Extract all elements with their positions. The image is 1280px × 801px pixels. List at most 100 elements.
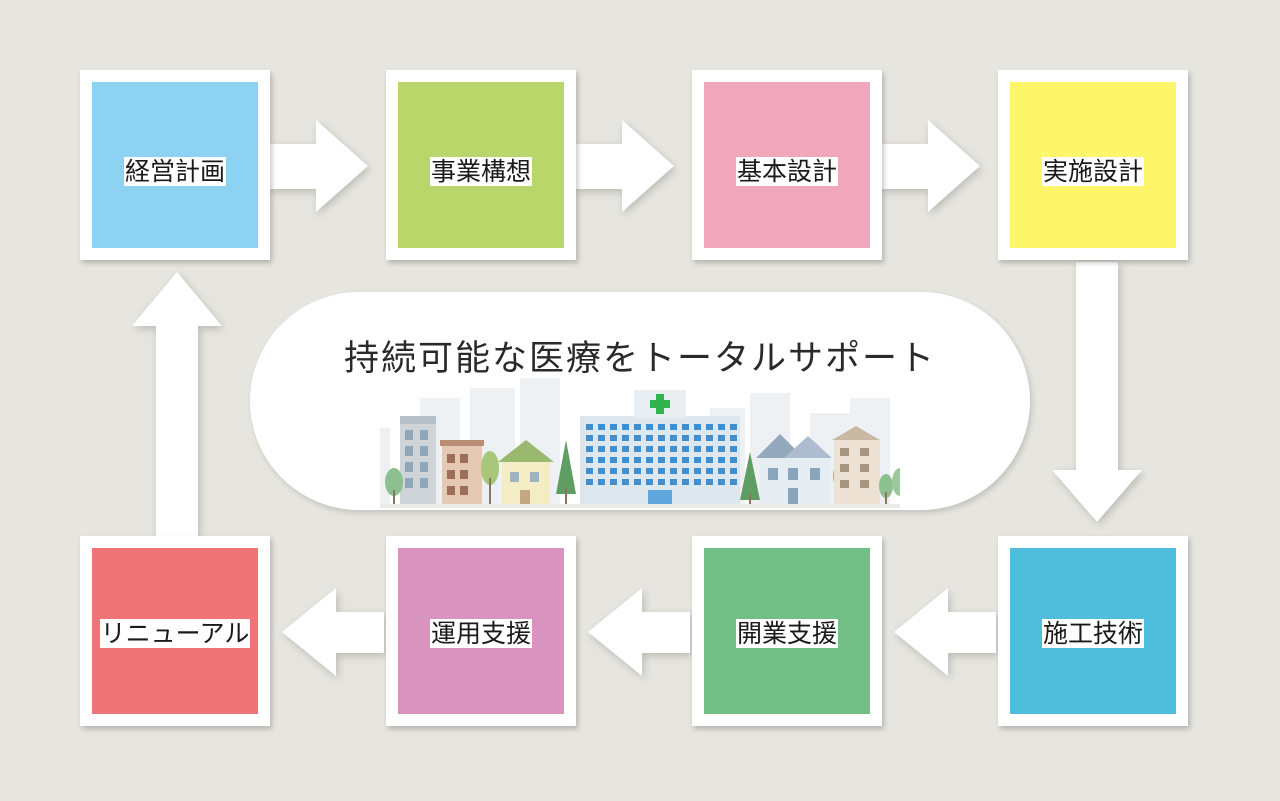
house-yellow bbox=[498, 440, 554, 508]
hospital-window bbox=[646, 446, 653, 452]
ground bbox=[380, 504, 900, 508]
step-keiei-keikaku: 経営計画 bbox=[80, 70, 270, 260]
hospital-window bbox=[718, 435, 725, 441]
step-label: 経営計画 bbox=[123, 157, 226, 186]
tree-center-left bbox=[556, 440, 576, 508]
hospital-window bbox=[646, 424, 653, 430]
hospital-window bbox=[622, 446, 629, 452]
apartment-building-right bbox=[832, 426, 880, 508]
trees-far-right bbox=[879, 468, 900, 508]
hospital-window bbox=[718, 479, 725, 485]
hospital-window bbox=[646, 457, 653, 463]
hospital-window bbox=[598, 457, 605, 463]
hospital-building bbox=[580, 390, 740, 508]
arrow-up bbox=[132, 272, 222, 538]
step-label: 実施設計 bbox=[1041, 157, 1144, 186]
hospital-window bbox=[718, 457, 725, 463]
hospital-window bbox=[706, 446, 713, 452]
step-kaigyo-shien: 開業支援 bbox=[692, 536, 882, 726]
step-renewal: リニューアル bbox=[80, 536, 270, 726]
hospital-window bbox=[586, 479, 593, 485]
apartment-building-left bbox=[400, 416, 436, 508]
hospital-window bbox=[610, 446, 617, 452]
hospital-window bbox=[586, 424, 593, 430]
hospital-window bbox=[706, 468, 713, 474]
hospital-window bbox=[682, 424, 689, 430]
hospital-window bbox=[670, 435, 677, 441]
hospital-window bbox=[670, 457, 677, 463]
hospital-window bbox=[706, 479, 713, 485]
hospital-window bbox=[670, 446, 677, 452]
hospital-window bbox=[730, 468, 737, 474]
hospital-window bbox=[586, 457, 593, 463]
arrow-left-3 bbox=[282, 588, 384, 676]
hospital-window bbox=[598, 479, 605, 485]
hospital-window bbox=[694, 446, 701, 452]
hospital-window bbox=[634, 468, 641, 474]
hospital-window bbox=[718, 424, 725, 430]
hospital-window bbox=[694, 435, 701, 441]
step-jigyo-koso: 事業構想 bbox=[386, 70, 576, 260]
hospital-window bbox=[646, 468, 653, 474]
hospital-window bbox=[622, 468, 629, 474]
hospital-window bbox=[610, 424, 617, 430]
hospital-cityscape-illustration bbox=[380, 378, 900, 508]
hospital-window bbox=[646, 435, 653, 441]
hospital-window bbox=[706, 457, 713, 463]
hospital-window bbox=[610, 457, 617, 463]
hospital-window bbox=[658, 479, 665, 485]
hospital-window bbox=[634, 424, 641, 430]
step-label: リニューアル bbox=[99, 619, 251, 648]
hospital-window bbox=[622, 435, 629, 441]
hospital-window bbox=[622, 479, 629, 485]
hospital-window bbox=[730, 457, 737, 463]
hospital-window bbox=[718, 446, 725, 452]
hospital-window bbox=[694, 468, 701, 474]
hospital-window bbox=[730, 446, 737, 452]
hospital-window bbox=[694, 457, 701, 463]
hospital-window bbox=[682, 446, 689, 452]
hospital-window bbox=[610, 479, 617, 485]
hospital-window bbox=[706, 435, 713, 441]
hospital-window bbox=[598, 424, 605, 430]
arrow-right-1 bbox=[268, 120, 368, 212]
hospital-window bbox=[658, 435, 665, 441]
center-panel: 持続可能な医療をトータルサポート bbox=[250, 292, 1030, 510]
arrow-left-1 bbox=[894, 588, 996, 676]
hospital-window bbox=[634, 457, 641, 463]
hospital-window bbox=[634, 435, 641, 441]
hospital-window bbox=[682, 479, 689, 485]
hospital-window bbox=[658, 457, 665, 463]
hospital-window bbox=[622, 424, 629, 430]
hospital-window bbox=[598, 435, 605, 441]
step-unyo-shien: 運用支援 bbox=[386, 536, 576, 726]
step-label: 運用支援 bbox=[429, 619, 532, 648]
step-seko-gijutsu: 施工技術 bbox=[998, 536, 1188, 726]
hospital-window bbox=[670, 479, 677, 485]
hospital-window bbox=[610, 468, 617, 474]
hospital-window bbox=[598, 446, 605, 452]
arrow-right-2 bbox=[574, 120, 674, 212]
hospital-window bbox=[634, 479, 641, 485]
hospital-window bbox=[586, 446, 593, 452]
hospital-window bbox=[598, 468, 605, 474]
hospital-window bbox=[682, 457, 689, 463]
hospital-window bbox=[610, 435, 617, 441]
step-label: 開業支援 bbox=[735, 619, 838, 648]
hospital-window bbox=[682, 435, 689, 441]
arrow-left-2 bbox=[588, 588, 690, 676]
hospital-window bbox=[718, 468, 725, 474]
hospital-window bbox=[658, 446, 665, 452]
arrow-right-3 bbox=[880, 120, 980, 212]
brick-building bbox=[440, 440, 484, 508]
hospital-window bbox=[646, 479, 653, 485]
center-title: 持続可能な医療をトータルサポート bbox=[343, 339, 936, 379]
hospital-window bbox=[634, 446, 641, 452]
hospital-window bbox=[730, 424, 737, 430]
hospital-window bbox=[658, 468, 665, 474]
hospital-window bbox=[730, 479, 737, 485]
hospital-window bbox=[694, 424, 701, 430]
step-label: 基本設計 bbox=[735, 157, 838, 186]
